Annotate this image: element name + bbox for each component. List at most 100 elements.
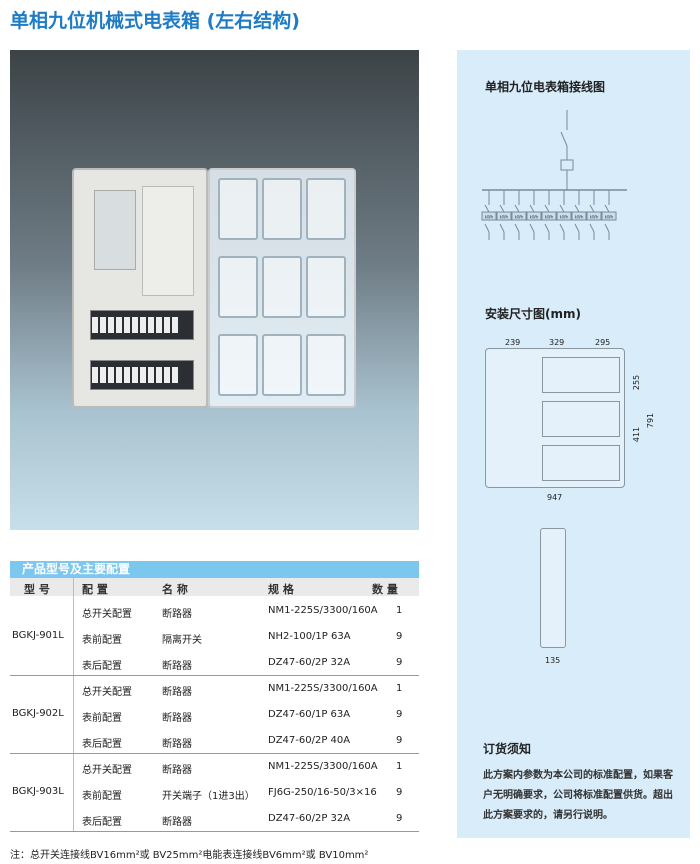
spec-cell: DZ47-60/1P 63A: [268, 709, 351, 720]
config-cell: 表后配置: [82, 817, 122, 828]
name-cell: 断路器: [162, 817, 192, 828]
config-cell: 总开关配置: [82, 687, 132, 698]
spec-cell: NM1-225S/3300/160A: [268, 683, 378, 694]
name-cell: 开关端子（1进3出）: [162, 791, 255, 802]
branch-switch: [589, 204, 595, 213]
spec-cell: DZ47-60/2P 32A: [268, 813, 351, 824]
config-cell: 表后配置: [82, 661, 122, 672]
branch-switch: [499, 204, 505, 213]
dimensions-heading: 安装尺寸图(mm): [485, 307, 581, 321]
cover-panel: [142, 186, 194, 296]
branch-switch: [529, 204, 535, 213]
table-caption: 产品型号及主要配置: [10, 561, 419, 578]
dim-295: 295: [595, 338, 611, 347]
branch-switch: [559, 204, 565, 213]
kwh-meter: [541, 211, 557, 221]
kwh-label: kWh: [590, 215, 599, 220]
config-cell: 表前配置: [82, 791, 122, 802]
branch-switch: [484, 223, 490, 233]
name-cell: 断路器: [162, 687, 192, 698]
kwh-meter: [571, 211, 587, 221]
branch-switch: [604, 204, 610, 213]
col-config: 配 置: [82, 583, 108, 596]
footnote: 注：总开关连接线BV16mm²或 BV25mm²电能表连接线BV6mm²或 BV…: [10, 850, 369, 861]
kwh-meter: [556, 211, 572, 221]
dim-255: 255: [632, 374, 642, 391]
qty-cell: 9: [396, 631, 403, 642]
kwh-label: kWh: [500, 215, 509, 220]
branch-switch: [514, 223, 520, 233]
table-header: 型 号 配 置 名 称 规 格 数 量: [10, 578, 419, 596]
kwh-meter: [511, 211, 527, 221]
branch-switch: [559, 223, 565, 233]
kwh-meter: [586, 211, 602, 221]
qty-cell: 1: [396, 761, 403, 772]
column-divider: [73, 578, 74, 831]
spec-cell: DZ47-60/2P 40A: [268, 735, 351, 746]
branch-switch: [484, 204, 490, 213]
name-cell: 断路器: [162, 661, 192, 672]
dim-135: 135: [545, 656, 561, 665]
spec-cell: NM1-225S/3300/160A: [268, 761, 378, 772]
kwh-label: kWh: [560, 215, 569, 220]
qty-cell: 1: [396, 605, 403, 616]
model-cell: BGKJ-901L: [12, 630, 64, 641]
branch-switch: [499, 223, 505, 233]
wiring-heading: 单相九位电表箱接线图: [485, 80, 606, 94]
main-switch-symbol: [560, 131, 568, 147]
dim-239: 239: [505, 338, 521, 347]
qty-cell: 9: [396, 657, 403, 668]
dim-947: 947: [547, 493, 563, 502]
product-photo: [10, 50, 419, 530]
config-cell: 表前配置: [82, 713, 122, 724]
name-cell: 断路器: [162, 609, 192, 620]
branch-switch: [604, 223, 610, 233]
order-notes: 此方案内参数为本公司的标准配置，如果客户无明确要求，公司将标准配置供货。超出此方…: [483, 770, 673, 821]
order-heading: 订货须知: [483, 742, 532, 756]
branch-switch: [589, 223, 595, 233]
branch-switch: [529, 223, 535, 233]
col-model: 型 号: [24, 583, 50, 596]
dim-791: 791: [646, 412, 656, 429]
spec-cell: NM1-225S/3300/160A: [268, 605, 378, 616]
kwh-label: kWh: [575, 215, 584, 220]
fuse-symbol: [560, 159, 574, 171]
branch-switch: [514, 204, 520, 213]
breaker-row-top: [90, 310, 194, 340]
kwh-label: kWh: [515, 215, 524, 220]
main-switch: [94, 190, 136, 270]
name-cell: 断路器: [162, 713, 192, 724]
config-cell: 表后配置: [82, 739, 122, 750]
name-cell: 断路器: [162, 765, 192, 776]
spec-cell: DZ47-60/2P 32A: [268, 657, 351, 668]
row-divider: [10, 675, 419, 676]
dimension-drawing-front: [485, 348, 625, 488]
branch-switch: [544, 204, 550, 213]
meter-door: [208, 168, 356, 408]
kwh-label: kWh: [605, 215, 614, 220]
dim-411: 411: [632, 426, 642, 443]
page-title: 单相九位机械式电表箱 (左右结构): [10, 10, 300, 32]
kwh-meter: [601, 211, 617, 221]
kwh-label: kWh: [485, 215, 494, 220]
branch-switch: [574, 204, 580, 213]
qty-cell: 9: [396, 735, 403, 746]
col-name: 名 称: [162, 583, 188, 596]
qty-cell: 9: [396, 787, 403, 798]
qty-cell: 9: [396, 813, 403, 824]
config-cell: 总开关配置: [82, 765, 132, 776]
kwh-meter: [481, 211, 497, 221]
dim-329: 329: [549, 338, 565, 347]
name-cell: 断路器: [162, 739, 192, 750]
kwh-label: kWh: [530, 215, 539, 220]
spec-cell: FJ6G-250/16-50/3×16: [268, 787, 377, 798]
branch-switch: [574, 223, 580, 233]
breaker-row-bottom: [90, 360, 194, 390]
name-cell: 隔离开关: [162, 635, 202, 646]
config-cell: 总开关配置: [82, 609, 132, 620]
kwh-meter: [496, 211, 512, 221]
qty-cell: 9: [396, 709, 403, 720]
branch-switch: [544, 223, 550, 233]
